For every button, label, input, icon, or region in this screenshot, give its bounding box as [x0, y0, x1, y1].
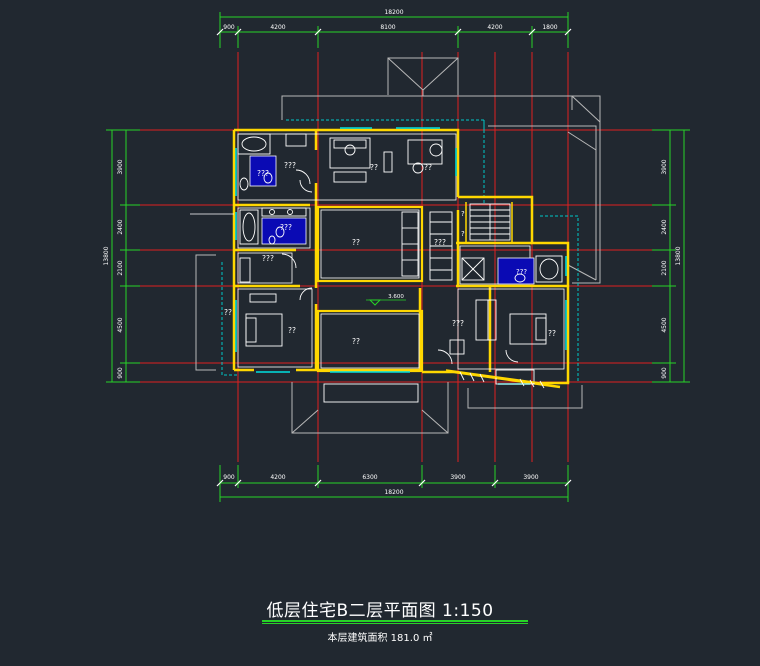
room-label: ??? [434, 238, 446, 247]
bottom-dim-2: 4200 [270, 474, 285, 481]
top-total-dim: 18200 [384, 9, 403, 16]
central-walls [316, 205, 424, 373]
svg-text:???: ??? [516, 268, 527, 276]
balcony-hatch [459, 371, 545, 389]
room-label: ?? [548, 329, 556, 338]
left-dim-4: 4500 [117, 317, 124, 332]
top-dim-1: 900 [223, 24, 235, 31]
eave-dashed [221, 119, 579, 382]
room-labels: ??? ?? ?? ??? ??? ?? ??? ??? ?? ?? ??? ?… [224, 161, 556, 346]
wall-inner-lines [237, 133, 565, 370]
title-underline [262, 620, 528, 622]
title-underline-thin [262, 623, 528, 624]
dimension-text: 18200 900 4200 8100 4200 1800 900 4200 6… [103, 9, 682, 496]
bathrooms [249, 155, 535, 285]
bottom-dim-5: 3900 [523, 474, 538, 481]
svg-text:?: ? [461, 210, 465, 218]
room-label: ??? [452, 319, 464, 328]
dimension-ticks [216, 28, 572, 487]
right-total-dim: 13800 [675, 246, 682, 265]
right-dim-1: 3900 [661, 159, 668, 174]
drawing-title: 低层住宅B二层平面图 1:150 [266, 601, 494, 621]
room-label: ?? [352, 337, 360, 346]
left-total-dim: 13800 [103, 246, 110, 265]
left-dim-5: 900 [117, 367, 124, 379]
bottom-dim-4: 3900 [450, 474, 465, 481]
drawing-subtitle: 本层建筑面积 181.0 ㎡ [327, 633, 433, 644]
bottom-total-dim: 18200 [384, 489, 403, 496]
top-dim-4: 4200 [487, 24, 502, 31]
room-label: ?? [288, 326, 296, 335]
room-label: ?? [370, 163, 378, 172]
left-dim-3: 2100 [117, 260, 124, 275]
right-dim-2: 2400 [661, 219, 668, 234]
left-dim-2: 2400 [117, 219, 124, 234]
left-dim-1: 3900 [117, 159, 124, 174]
room-label: ??? [280, 223, 292, 232]
fixtures [237, 133, 563, 403]
top-dim-3: 8100 [380, 24, 395, 31]
dimension-lines [106, 12, 690, 502]
level-marker [368, 299, 382, 306]
room-label: ?? [424, 163, 432, 172]
top-dim-5: 1800 [542, 24, 557, 31]
bottom-dim-1: 900 [223, 474, 235, 481]
room-label: ??? [262, 254, 274, 263]
svg-text:?: ? [461, 230, 465, 238]
elevation-label: 3.600 [388, 294, 404, 300]
right-dim-5: 900 [661, 367, 668, 379]
room-label: ??? [257, 169, 269, 178]
roof-outline [195, 57, 601, 434]
right-dim-3: 2100 [661, 260, 668, 275]
bottom-dim-3: 6300 [362, 474, 377, 481]
top-dim-2: 4200 [270, 24, 285, 31]
axis-lines [140, 52, 652, 462]
right-dim-4: 4500 [661, 317, 668, 332]
room-label: ?? [352, 238, 360, 247]
room-label: ??? [284, 161, 296, 170]
room-label: ?? [224, 308, 232, 317]
stair-marks: ? ? ??? [461, 210, 527, 276]
